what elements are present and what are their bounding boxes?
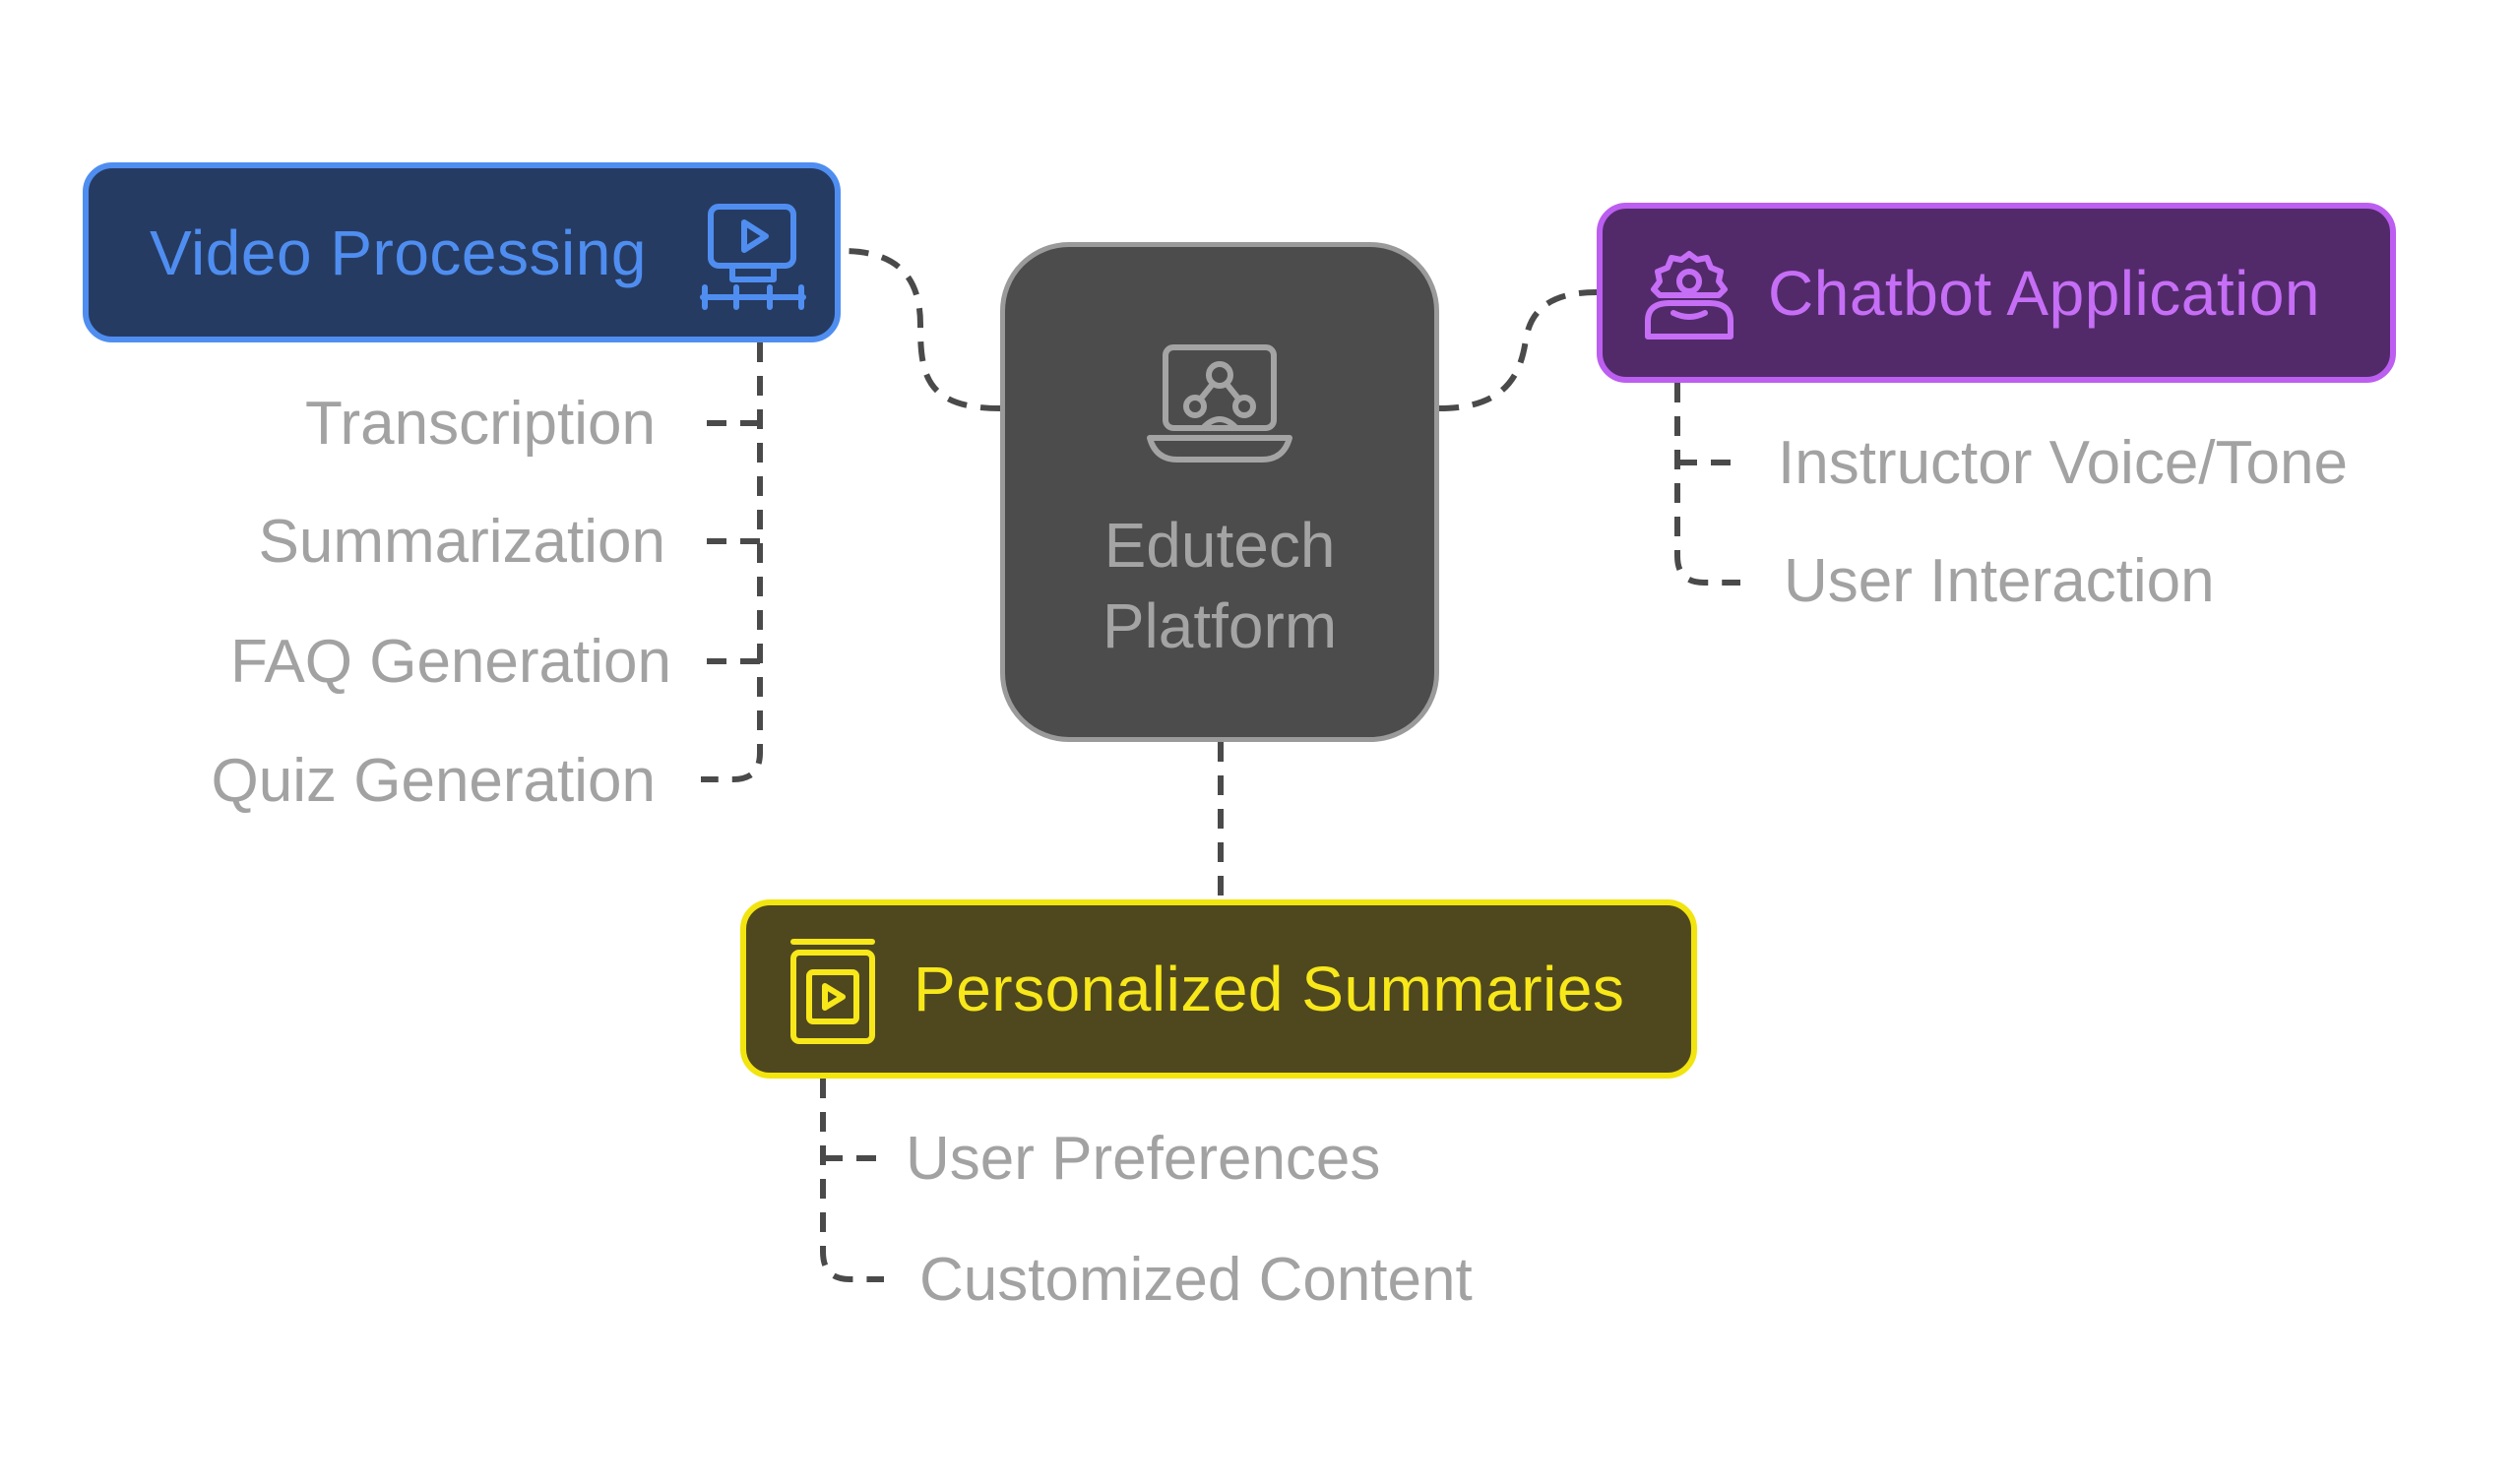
video-processing-node[interactable]: Video Processing [83, 162, 841, 342]
personalized-summaries-label: Personalized Summaries [914, 954, 1625, 1024]
video-book-icon [790, 939, 875, 1044]
connector-video-children [701, 342, 763, 782]
leaf-quiz-generation: Quiz Generation [211, 747, 656, 815]
chatbot-application-label: Chatbot Application [1768, 257, 2320, 329]
video-timeline-icon [700, 204, 806, 310]
edutech-platform-node[interactable]: Edutech Platform [1000, 242, 1439, 742]
leaf-customized-content: Customized Content [919, 1246, 1473, 1314]
leaf-user-preferences: User Preferences [906, 1125, 1381, 1193]
chatbot-application-node[interactable]: Chatbot Application [1597, 203, 2396, 383]
leaf-transcription: Transcription [304, 390, 656, 458]
leaf-user-interaction: User Interaction [1784, 547, 2215, 615]
connector-summaries-children [820, 1079, 884, 1282]
connector-center-chatbot [1438, 289, 1598, 411]
leaf-faq-generation: FAQ Generation [229, 628, 671, 696]
laptop-network-icon [1147, 344, 1292, 463]
video-processing-label: Video Processing [150, 216, 647, 288]
support-agent-icon [1645, 251, 1733, 340]
personalized-summaries-node[interactable]: Personalized Summaries [740, 899, 1697, 1079]
leaf-summarization: Summarization [258, 508, 665, 576]
edutech-platform-label: Edutech Platform [1102, 510, 1338, 661]
leaf-instructor-voice-tone: Instructor Voice/Tone [1778, 429, 2348, 497]
connector-chatbot-children [1674, 383, 1740, 586]
connector-center-video [842, 248, 1001, 411]
